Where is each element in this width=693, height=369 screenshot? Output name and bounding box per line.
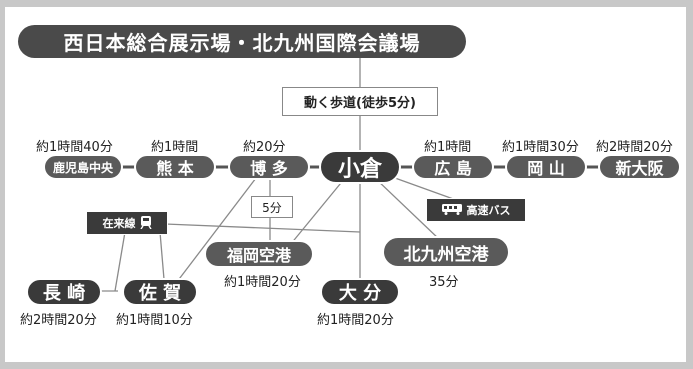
station-kagoshima: 鹿児島中央: [43, 154, 123, 180]
time-saga: 約1時間10分: [116, 313, 193, 328]
time-kitakyushu-airport: 35分: [429, 275, 459, 290]
line-hakata-saga: [169, 177, 257, 292]
line-kokura-kitakyushu: [374, 177, 441, 241]
station-kokura: 小倉: [319, 150, 401, 184]
station-hiroshima: 広 島: [412, 154, 494, 180]
station-hakata: 博 多: [228, 154, 310, 180]
time-kagoshima: 約1時間40分: [36, 140, 113, 155]
walkway-box: 動く歩道(徒歩5分): [282, 87, 438, 116]
station-fukuoka-airport: 福岡空港: [204, 240, 314, 268]
line-kokura-fukuoka-bus: [289, 177, 346, 246]
time-okayama: 約1時間30分: [502, 140, 579, 155]
station-kumamoto: 熊 本: [134, 154, 216, 180]
train-icon: [139, 215, 152, 232]
highway-bus-label: 高速バス: [466, 204, 511, 217]
line-conventional: [164, 223, 361, 233]
page-title: 西日本総合展示場・北九州国際会議場: [18, 25, 466, 58]
line-tag-nagasaki: [114, 231, 126, 292]
time-hakata: 約20分: [243, 140, 286, 155]
station-shinosaka: 新大阪: [598, 154, 681, 180]
station-kitakyushu-airport: 北九州空港: [382, 236, 510, 268]
time-oita: 約1時間20分: [317, 313, 394, 328]
station-nagasaki: 長 崎: [26, 278, 102, 306]
station-saga: 佐 賀: [122, 278, 198, 306]
time-fukuoka-airport: 約1時間20分: [224, 275, 301, 290]
conventional-line-tag: 在来線: [86, 211, 168, 235]
station-okayama: 岡 山: [505, 154, 587, 180]
station-oita: 大 分: [320, 278, 400, 306]
hakata-fukuoka-time-box: 5分: [251, 196, 293, 218]
bus-icon: [441, 203, 462, 218]
time-nagasaki: 約2時間20分: [20, 313, 97, 328]
time-hiroshima: 約1時間: [424, 140, 472, 155]
time-shinosaka: 約2時間20分: [596, 140, 673, 155]
time-kumamoto: 約1時間: [151, 140, 199, 155]
highway-bus-tag: 高速バス: [426, 198, 526, 222]
conventional-line-label: 在来線: [102, 217, 136, 230]
